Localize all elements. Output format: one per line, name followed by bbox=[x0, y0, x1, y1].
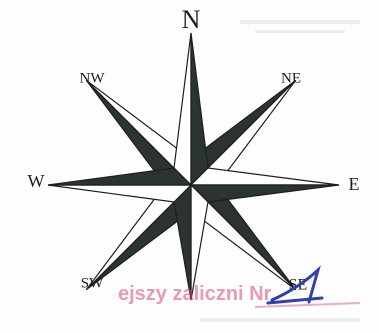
point-west-left bbox=[48, 185, 191, 202]
point-north-left bbox=[174, 33, 191, 185]
label-southwest: SW bbox=[81, 275, 104, 291]
point-west-right bbox=[48, 168, 191, 185]
point-east-right bbox=[191, 185, 339, 202]
stamp: ejszy zaliczni Nr bbox=[118, 270, 360, 307]
stamp-text: ejszy zaliczni Nr bbox=[118, 283, 272, 305]
label-northwest: NW bbox=[80, 70, 106, 86]
point-north-right bbox=[191, 33, 208, 185]
label-east: E bbox=[349, 174, 360, 194]
label-northeast: NE bbox=[281, 70, 301, 86]
point-east-left bbox=[191, 168, 339, 185]
label-north: N bbox=[182, 5, 201, 34]
label-west: W bbox=[28, 171, 45, 191]
